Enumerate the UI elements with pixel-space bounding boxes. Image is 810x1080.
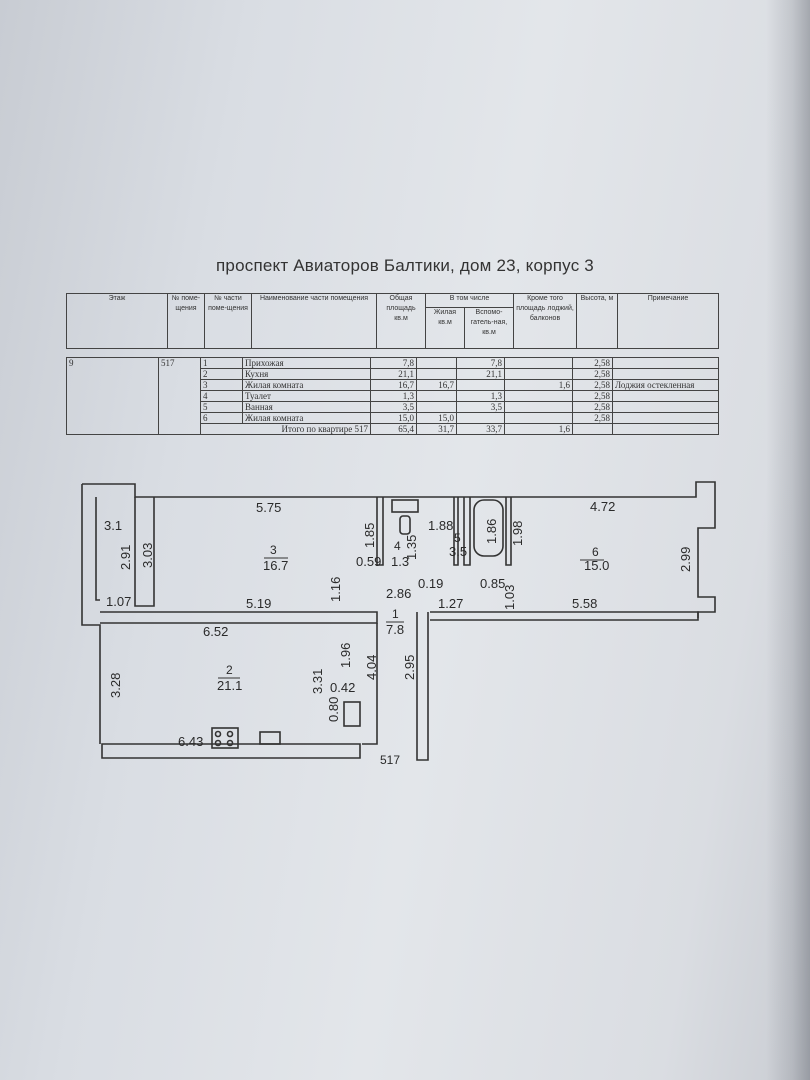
room-numbers: 3 2 1 4 5 6 517 (226, 531, 599, 767)
col-incl: В том числе (425, 292, 514, 309)
cell-total-note (612, 423, 719, 435)
area-room-6: 15.0 (584, 558, 609, 573)
dim-3-28: 3.28 (108, 673, 123, 698)
room-number-5: 5 (454, 531, 461, 545)
table-header: Этаж № поме-щения № части поме-щения Наи… (66, 292, 719, 349)
col-except: Кроме того площадь лоджий, балконов (513, 293, 577, 349)
dim-0-80: 0.80 (326, 697, 341, 722)
dim-1-98: 1.98 (510, 521, 525, 546)
dim-3-03: 3.03 (140, 543, 155, 568)
dim-0-59: 0.59 (356, 554, 381, 569)
dim-4-04: 4.04 (364, 655, 379, 680)
dim-0-19: 0.19 (418, 576, 443, 591)
dim-1-27: 1.27 (438, 596, 463, 611)
dim-0-85: 0.85 (480, 576, 505, 591)
cell-room-no: 517 (158, 357, 201, 435)
dim-1-03: 1.03 (502, 585, 517, 610)
dim-5-75: 5.75 (256, 500, 281, 515)
walls (81, 481, 716, 761)
area-room-1: 7.8 (386, 622, 404, 637)
dim-5-58: 5.58 (572, 596, 597, 611)
paper-edge-shadow (766, 0, 810, 1080)
dim-6-43: 6.43 (178, 734, 203, 749)
dim-1-85: 1.85 (362, 523, 377, 548)
col-living: Жилая кв.м (425, 307, 465, 349)
col-room-no: № поме-щения (167, 293, 205, 349)
dim-1-35: 1.35 (404, 535, 419, 560)
dim-2-99: 2.99 (678, 547, 693, 572)
room-number-2: 2 (226, 663, 233, 677)
room-number-4: 4 (394, 539, 401, 553)
cell-total-total: 65,4 (370, 423, 417, 435)
apartment-number: 517 (380, 753, 400, 767)
dim-1-3: 1.3 (391, 554, 409, 569)
document-title: проспект Авиаторов Балтики, дом 23, корп… (216, 256, 594, 275)
dim-2-86: 2.86 (386, 586, 411, 601)
dim-2-91: 2.91 (118, 545, 133, 570)
dim-0-42: 0.42 (330, 680, 355, 695)
room-number-1: 1 (392, 607, 399, 621)
dim-5-19: 5.19 (246, 596, 271, 611)
col-aux: Вспомо-гатель-ная, кв.м (464, 307, 514, 349)
dim-1-96: 1.96 (338, 643, 353, 668)
dim-4-72: 4.72 (590, 499, 615, 514)
room-underlines (218, 557, 604, 679)
dim-6-52: 6.52 (203, 624, 228, 639)
dim-1-16: 1.16 (328, 577, 343, 602)
dim-3-31: 3.31 (310, 669, 325, 694)
dim-2-95: 2.95 (402, 655, 417, 680)
dim-3-1: 3.1 (104, 518, 122, 533)
area-room-3: 16.7 (263, 558, 288, 573)
col-height: Высота, м (576, 293, 618, 349)
col-part-name: Наименование части помещения (251, 293, 377, 349)
dim-1-86: 1.86 (484, 519, 499, 544)
room-number-6: 6 (592, 545, 599, 559)
dim-1-07: 1.07 (106, 594, 131, 609)
room-number-3: 3 (270, 543, 277, 557)
dim-1-88: 1.88 (428, 518, 453, 533)
area-room-2: 21.1 (217, 678, 242, 693)
dim-3-5: 3.5 (449, 544, 467, 559)
cell-floor: 9 (66, 357, 159, 435)
cell-total-aux: 33,7 (456, 423, 505, 435)
col-note: Примечание (617, 293, 719, 349)
plan-dimensions: 5.75 4.72 3.1 2.91 3.03 1.07 5.19 1.16 6… (104, 499, 693, 749)
